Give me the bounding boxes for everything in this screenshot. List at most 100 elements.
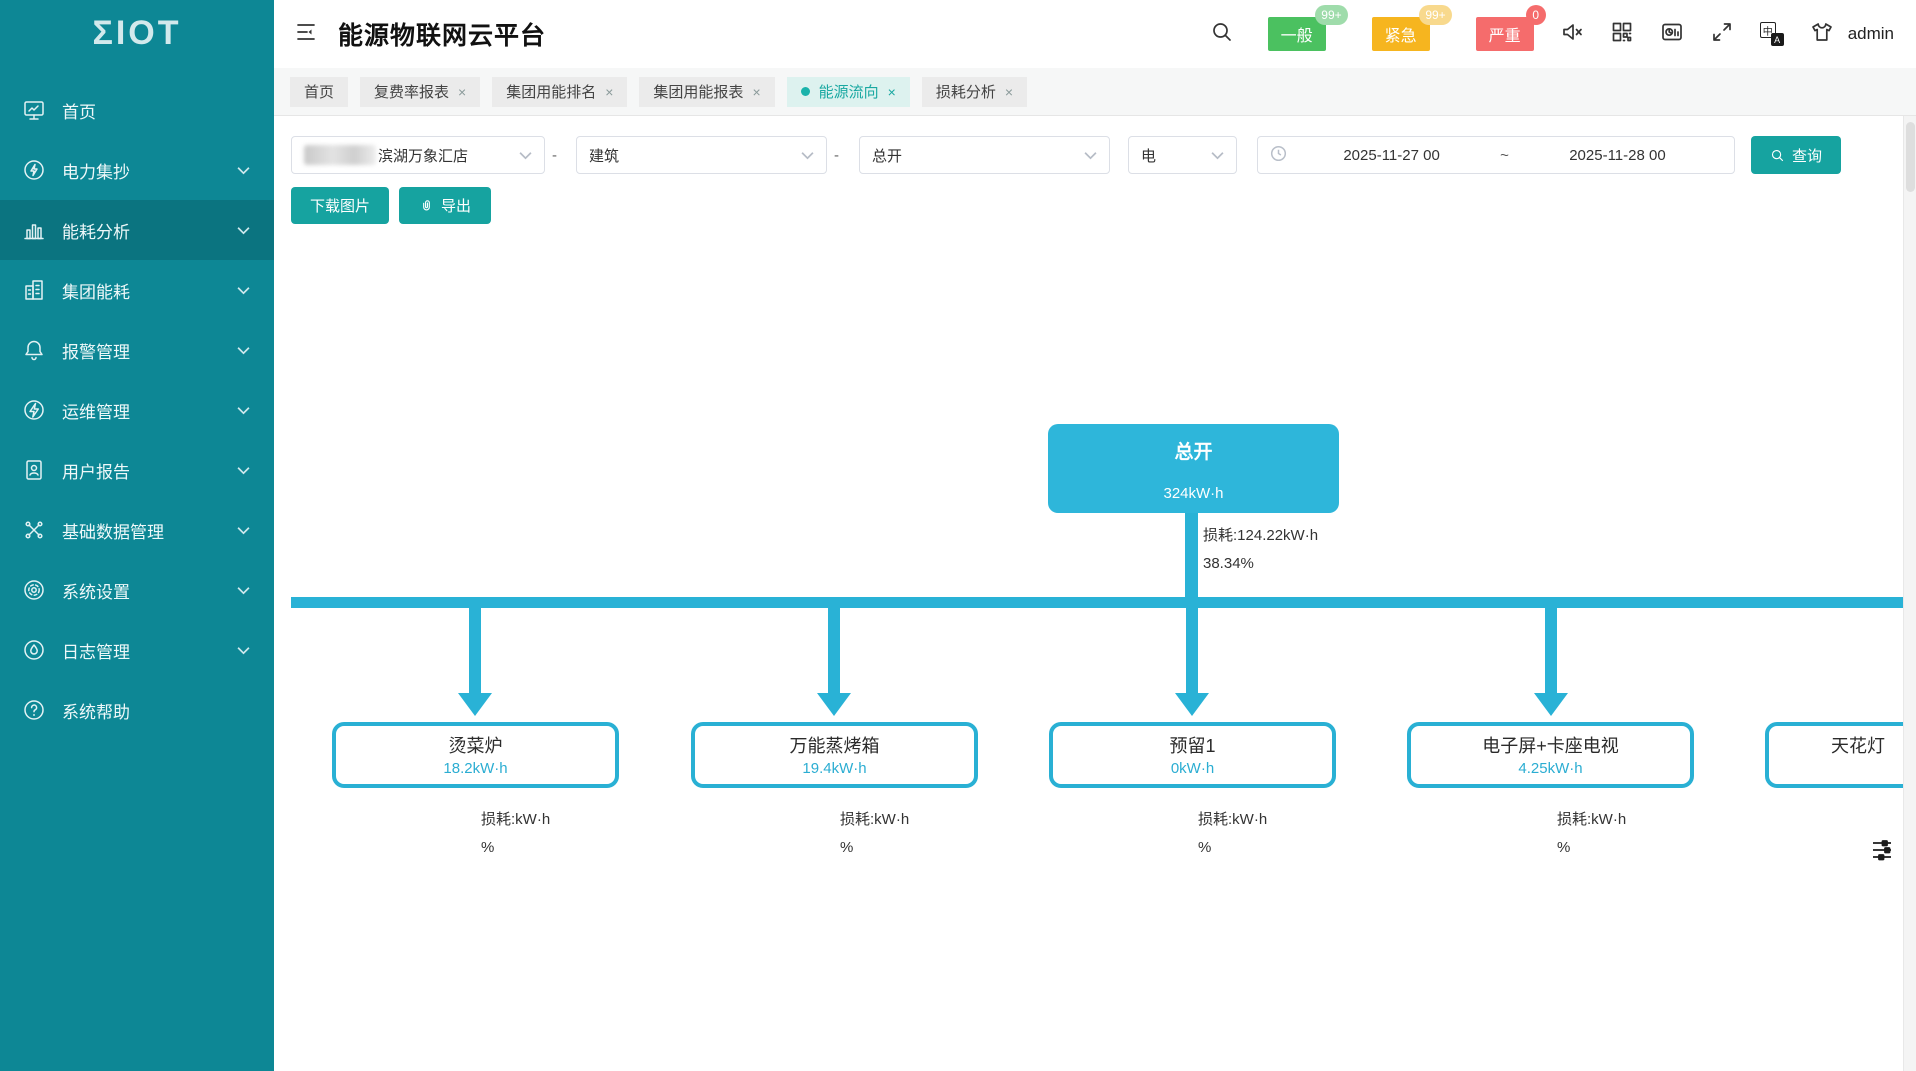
node-value: 4.25kW·h (1518, 760, 1583, 777)
level-select[interactable]: 建筑 (576, 136, 827, 174)
translate-icon[interactable]: 中 A (1759, 22, 1784, 46)
site-select[interactable]: 滨湖万象汇店 (291, 136, 545, 174)
search-icon[interactable] (1210, 20, 1234, 49)
main-area: 能源物联网云平台 一般 99+ 紧急 99+ 严重 0 (274, 0, 1916, 1071)
flow-node-child[interactable]: 预留1 0kW·h (1049, 722, 1336, 788)
sidebar-item-system-help[interactable]: 系统帮助 (0, 680, 274, 740)
energy-type-select[interactable]: 电 (1128, 136, 1237, 174)
tab-energy-flow[interactable]: 能源流向 × (786, 76, 910, 107)
loss-value: 损耗:kW·h (481, 811, 551, 828)
tab-group-ranking[interactable]: 集团用能排名 × (492, 76, 628, 107)
alarm-badge-urgent[interactable]: 紧急 99+ (1371, 5, 1452, 51)
flow-node-root[interactable]: 总开 324kW·h (1048, 424, 1339, 513)
mute-speaker-icon[interactable] (1560, 20, 1584, 49)
close-icon[interactable]: × (887, 83, 896, 100)
user-name[interactable]: admin (1847, 24, 1894, 43)
sidebar-item-user-report[interactable]: 用户报告 (0, 440, 274, 500)
child-loss-annotation: 损耗:kW·h % (481, 806, 550, 862)
tab-group-report[interactable]: 集团用能报表 × (639, 76, 775, 107)
user-report-icon (22, 458, 46, 482)
sidebar-item-group-energy[interactable]: 集团能耗 (0, 260, 274, 320)
tab-bar: 首页 复费率报表 × 集团用能排名 × 集团用能报表 × 能源流向 × 损耗分析 (274, 68, 1916, 116)
sidebar-item-system-settings[interactable]: 系统设置 (0, 560, 274, 620)
node-name: 烫菜炉 (448, 736, 503, 756)
sidebar-item-home[interactable]: 首页 (0, 80, 274, 140)
node-name: 天花灯 (1831, 736, 1885, 756)
level-select-value: 建筑 (589, 147, 620, 165)
sidebar-item-label: 报警管理 (62, 342, 130, 362)
dashboard-icon (22, 98, 46, 122)
flow-node-child[interactable]: 电子屏+卡座电视 4.25kW·h (1407, 722, 1694, 788)
sidebar-item-label: 系统帮助 (62, 702, 130, 722)
qr-grid-icon[interactable] (1610, 20, 1634, 49)
close-icon[interactable]: × (752, 83, 761, 100)
arrow-line (1545, 608, 1557, 695)
date-range-picker[interactable]: 2025-11-27 00 ~ 2025-11-28 00 (1257, 136, 1735, 174)
loss-percent: 38.34% (1203, 555, 1254, 572)
loss-value: 损耗:kW·h (1557, 811, 1627, 828)
vertical-scrollbar[interactable] (1903, 116, 1916, 1071)
loss-value: 损耗:kW·h (840, 811, 910, 828)
download-image-button[interactable]: 下载图片 (291, 187, 389, 224)
sidebar-item-base-data[interactable]: 基础数据管理 (0, 500, 274, 560)
sidebar-item-label: 运维管理 (62, 402, 130, 422)
chevron-down-icon (237, 280, 250, 300)
child-loss-annotation: 损耗:kW·h % (1198, 806, 1267, 862)
sidebar-item-alarm-mgmt[interactable]: 报警管理 (0, 320, 274, 380)
tab-label: 首页 (304, 84, 335, 101)
tab-home[interactable]: 首页 (290, 76, 349, 107)
sidebar-item-log-mgmt[interactable]: 日志管理 (0, 620, 274, 680)
loss-percent: % (840, 839, 854, 856)
export-button[interactable]: 导出 (399, 187, 491, 224)
site-select-value: 滨湖万象汇店 (378, 147, 469, 165)
date-end: 2025-11-28 00 (1569, 146, 1666, 164)
fullscreen-icon[interactable] (1710, 20, 1734, 49)
help-icon (22, 698, 46, 722)
redacted-text (304, 145, 376, 165)
sidebar-item-power-reading[interactable]: 电力集抄 (0, 140, 274, 200)
tab-multirate-report[interactable]: 复费率报表 × (360, 76, 481, 107)
sidebar-nav: 首页 电力集抄 能耗分析 集团能耗 报警管理 (0, 80, 274, 740)
node-select[interactable]: 总开 (859, 136, 1110, 174)
chevron-down-icon (801, 147, 814, 164)
sidebar-item-label: 日志管理 (62, 642, 130, 662)
close-icon[interactable]: × (458, 83, 467, 100)
sidebar-item-label: 系统设置 (62, 582, 130, 602)
chart-settings-sliders-icon[interactable] (1870, 838, 1896, 864)
arrow-line (828, 608, 840, 695)
alarm-badge-critical[interactable]: 严重 0 (1475, 5, 1546, 51)
close-icon[interactable]: × (1004, 83, 1014, 100)
network-nodes-icon (22, 518, 46, 542)
close-icon[interactable]: × (605, 83, 614, 100)
scrollbar-thumb[interactable] (1906, 122, 1915, 192)
shirt-icon[interactable] (1810, 20, 1834, 49)
menu-fold-icon[interactable] (294, 20, 318, 49)
badge-label: 严重 (1488, 28, 1521, 45)
arrow-head-icon (817, 693, 851, 716)
flow-node-child[interactable]: 天花灯 (1765, 722, 1916, 788)
header-actions: 一般 99+ 紧急 99+ 严重 0 中 A (1184, 5, 1894, 51)
tab-label: 损耗分析 (935, 84, 996, 101)
chevron-down-icon (237, 520, 250, 540)
chevron-down-icon (1211, 147, 1224, 164)
query-button[interactable]: 查询 (1751, 136, 1841, 174)
arrow-line (469, 608, 481, 695)
power-meter-icon (22, 158, 46, 182)
date-start: 2025-11-27 00 (1343, 146, 1440, 164)
sidebar-item-energy-analysis[interactable]: 能耗分析 (0, 200, 274, 260)
arrow-head-icon (1534, 693, 1568, 716)
date-separator: ~ (1500, 146, 1509, 164)
dashboard-screen-icon[interactable] (1660, 20, 1684, 49)
flow-node-child[interactable]: 万能蒸烤箱 19.4kW·h (691, 722, 978, 788)
arrow-head-icon (458, 693, 492, 716)
sidebar-item-ops-mgmt[interactable]: 运维管理 (0, 380, 274, 440)
tab-label: 能源流向 (818, 84, 879, 101)
alarm-badge-normal[interactable]: 一般 99+ (1267, 5, 1348, 51)
log-drop-icon (22, 638, 46, 662)
chevron-down-icon (237, 160, 250, 180)
loss-value: 损耗:kW·h (1198, 811, 1268, 828)
tab-loss-analysis[interactable]: 损耗分析 × (921, 76, 1028, 107)
separator: - (552, 146, 557, 164)
flow-node-child[interactable]: 烫菜炉 18.2kW·h (332, 722, 619, 788)
